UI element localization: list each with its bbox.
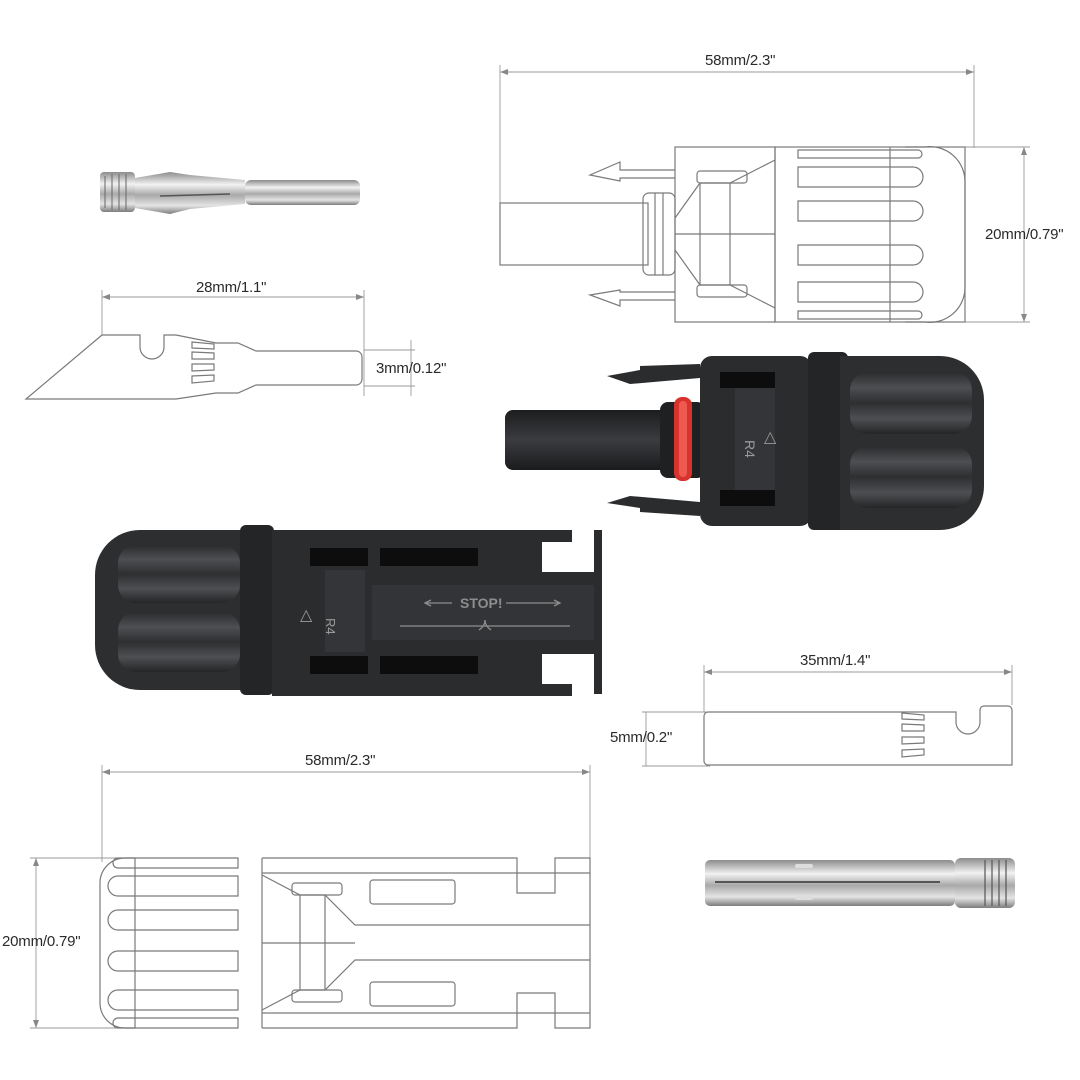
male-pin-photo	[100, 172, 360, 214]
female-pin-diameter-label: 5mm/0.2"	[610, 729, 673, 746]
male-pin-diameter-label: 3mm/0.12"	[376, 360, 447, 377]
female-connector-drawing	[30, 765, 591, 1029]
male-pin-length-label: 28mm/1.1"	[196, 279, 267, 296]
female-pin-photo	[705, 858, 1015, 908]
male-connector-drawing	[499, 65, 1030, 323]
warning-triangle-icon: △	[764, 427, 777, 446]
stop-arrows-icon	[400, 599, 570, 631]
male-pin-drawing	[24, 290, 415, 400]
female-connector-length-label: 58mm/2.3"	[305, 752, 376, 769]
warning-triangle-icon-female: △	[300, 605, 313, 624]
female-pin-drawing	[642, 665, 1013, 767]
female-r4-marking: R4	[323, 618, 338, 635]
stop-marking: STOP!	[460, 595, 503, 611]
male-r4-marking: R4	[742, 440, 758, 458]
male-connector-length-label: 58mm/2.3"	[705, 52, 776, 69]
female-pin-length-label: 35mm/1.4"	[800, 652, 871, 669]
cap-fins	[797, 149, 924, 320]
female-connector-height-label: 20mm/0.79"	[2, 933, 81, 950]
female-connector-photo: R4 △ STOP!	[95, 525, 602, 696]
male-connector-height-label: 20mm/0.79"	[985, 226, 1064, 243]
male-connector-photo: R4 △	[505, 352, 984, 530]
